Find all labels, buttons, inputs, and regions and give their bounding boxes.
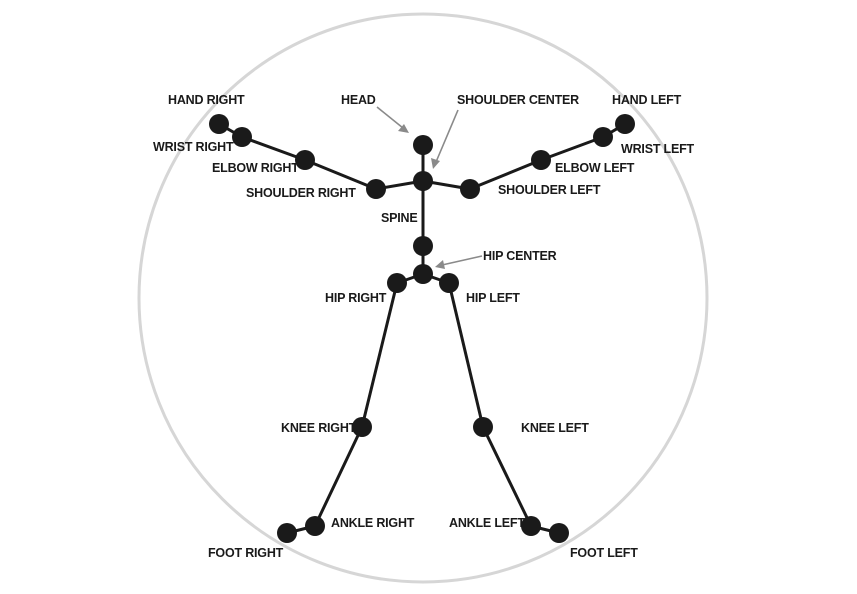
bone-hip-right-knee-right xyxy=(360,281,399,429)
bone-knee-right-ankle-right xyxy=(313,425,364,528)
label-elbow-left: ELBOW LEFT xyxy=(555,161,635,175)
joint-ankle-left xyxy=(521,516,541,536)
bone-hip-left-knee-left xyxy=(447,281,485,429)
joint-hip-left xyxy=(439,273,459,293)
joint-knee-left xyxy=(473,417,493,437)
joint-wrist-right xyxy=(232,127,252,147)
label-elbow-right: ELBOW RIGHT xyxy=(212,161,299,175)
label-foot-left: FOOT LEFT xyxy=(570,546,638,560)
joint-head xyxy=(413,135,433,155)
joint-wrist-left xyxy=(593,127,613,147)
shoulder-center-pointer-arrow xyxy=(435,109,459,163)
label-hand-left: HAND LEFT xyxy=(612,93,682,107)
label-wrist-left: WRIST LEFT xyxy=(621,142,695,156)
label-ankle-right: ANKLE RIGHT xyxy=(331,516,415,530)
label-shoulder-center: SHOULDER CENTER xyxy=(457,93,579,107)
head-pointer-arrow xyxy=(376,106,404,129)
joint-elbow-right xyxy=(295,150,315,170)
label-knee-left: KNEE LEFT xyxy=(521,421,589,435)
joint-hip-right xyxy=(387,273,407,293)
label-wrist-right: WRIST RIGHT xyxy=(153,140,234,154)
joint-hand-left xyxy=(615,114,635,134)
label-spine: SPINE xyxy=(381,211,418,225)
joints xyxy=(209,114,635,543)
joint-ankle-right xyxy=(305,516,325,536)
head-arrowhead xyxy=(398,124,409,133)
label-hip-center: HIP CENTER xyxy=(483,249,557,263)
bone-shoulder-left-elbow-left xyxy=(468,158,543,191)
joint-elbow-left xyxy=(531,150,551,170)
bone-shoulder-right-elbow-right xyxy=(303,158,378,191)
joint-knee-right xyxy=(352,417,372,437)
label-knee-right: KNEE RIGHT xyxy=(281,421,357,435)
joint-shoulder-left xyxy=(460,179,480,199)
boundary-circle xyxy=(137,12,709,584)
label-hip-left: HIP LEFT xyxy=(466,291,520,305)
label-hand-right: HAND RIGHT xyxy=(168,93,245,107)
hip-center-pointer-arrow xyxy=(441,255,483,266)
joint-shoulder-right xyxy=(366,179,386,199)
shoulder-center-arrowhead xyxy=(431,158,440,169)
label-shoulder-right: SHOULDER RIGHT xyxy=(246,186,356,200)
label-shoulder-left: SHOULDER LEFT xyxy=(498,183,601,197)
joint-hand-right xyxy=(209,114,229,134)
bone-elbow-right-wrist-right xyxy=(240,135,307,162)
label-head: HEAD xyxy=(341,93,376,107)
label-hip-right: HIP RIGHT xyxy=(325,291,387,305)
label-ankle-left: ANKLE LEFT xyxy=(449,516,525,530)
hip-center-arrowhead xyxy=(435,260,445,269)
label-foot-right: FOOT RIGHT xyxy=(208,546,284,560)
joint-shoulder-center xyxy=(413,171,433,191)
pointer-arrows xyxy=(376,106,483,269)
joint-foot-left xyxy=(549,523,569,543)
bone-knee-left-ankle-left xyxy=(481,425,533,528)
joint-foot-right xyxy=(277,523,297,543)
joint-hip-center xyxy=(413,264,433,284)
joint-labels: HAND RIGHT HEAD SHOULDER CENTER HAND LEF… xyxy=(153,93,695,560)
joint-spine xyxy=(413,236,433,256)
bone-elbow-left-wrist-left xyxy=(539,135,605,162)
